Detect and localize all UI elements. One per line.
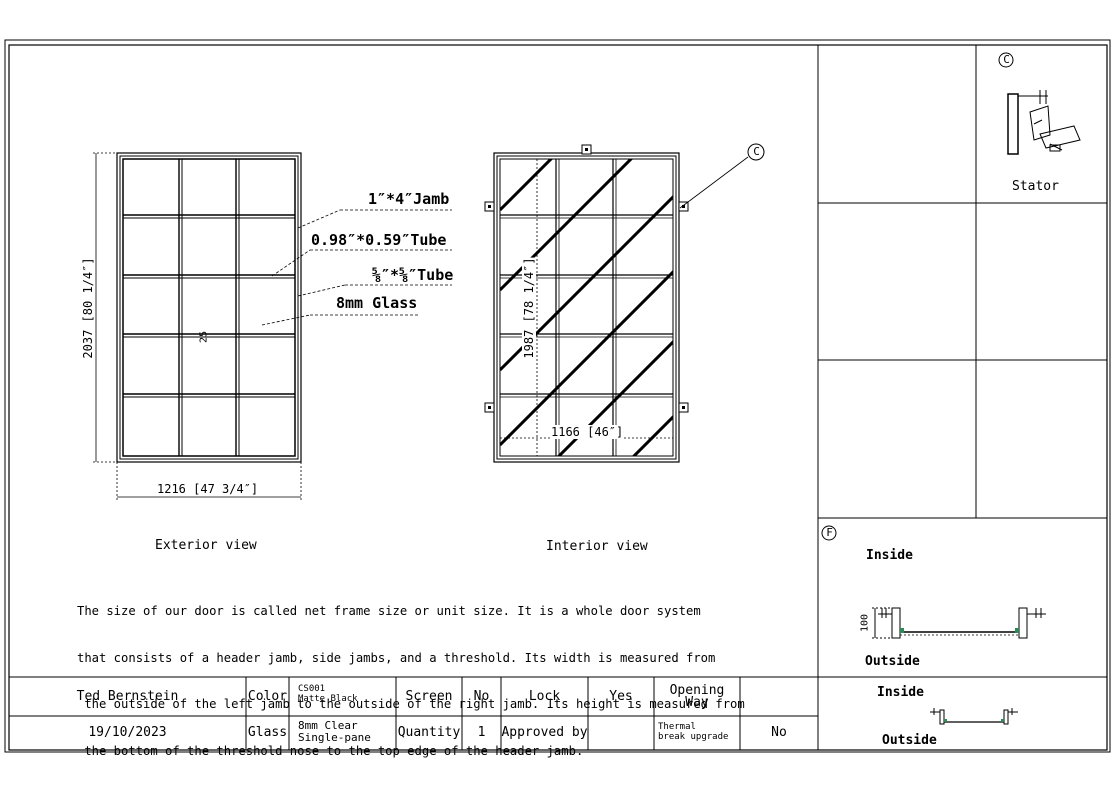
opening-way-value — [740, 677, 818, 716]
section-inside-label: Inside — [866, 548, 913, 563]
glass-value-line: 8mm Clear — [298, 719, 358, 732]
note-line: the bottom of the threshold nose to the … — [77, 743, 584, 758]
exterior-dimensions — [93, 152, 302, 500]
exterior-view-label: Exterior view — [155, 538, 257, 553]
callout-c-circle — [747, 143, 765, 161]
screen-label: Screen — [405, 688, 453, 704]
glass-value-line: Single-pane — [298, 731, 371, 744]
section-callout-letter: F — [826, 526, 833, 539]
note-line: the outside of the left jamb to the outs… — [77, 697, 745, 711]
screen-value: No — [473, 688, 490, 704]
color-value: CS001 Matte Black — [298, 684, 393, 708]
interior-height-dimension: 1987 [78 1/4″] — [522, 257, 536, 359]
bottom-section — [930, 708, 1018, 725]
glass-label: 8mm Glass — [336, 294, 418, 312]
quantity-value: 1 — [477, 725, 486, 740]
lock-value: Yes — [609, 688, 633, 704]
exterior-height-dimension: 2037 [80 1/4″] — [81, 257, 95, 359]
callout-c-leader — [679, 156, 749, 209]
section-dimension: 100 — [859, 613, 871, 633]
interior-width-dimension: 1166 [46″] — [551, 425, 624, 439]
approved-value — [588, 716, 654, 750]
interior-dimensions — [500, 159, 673, 456]
thermal-label-line: break upgrade — [658, 732, 729, 742]
interior-view-label: Interior view — [546, 539, 648, 554]
note-line: that consists of a header jamb, side jam… — [77, 650, 716, 665]
stator-detail — [998, 52, 1081, 155]
bottom-outside-label: Outside — [882, 733, 937, 748]
opening-way-label: Opening Way — [669, 682, 725, 710]
color-label: Color — [247, 688, 288, 704]
section-outside-label: Outside — [865, 654, 920, 669]
jamb-label: 1″*4″Jamb — [368, 190, 450, 208]
note-line: The size of our door is called net frame… — [77, 604, 701, 618]
stator-callout-letter: C — [1003, 53, 1010, 66]
color-code: CS001 — [298, 684, 326, 694]
bottom-inside-label: Inside — [877, 685, 924, 700]
approved-label: Approved by — [501, 725, 588, 740]
callout-c-letter: C — [753, 145, 760, 158]
size-note: The size of our door is called net frame… — [77, 573, 745, 775]
glass-field-label: Glass — [247, 725, 288, 740]
thermal-break-value: No — [771, 725, 787, 740]
inner-border — [8, 44, 1108, 751]
outer-border — [4, 39, 1111, 753]
leader-lines — [261, 209, 452, 326]
title-block-grid — [9, 676, 818, 750]
interior-door — [493, 152, 680, 463]
order-date: 19/10/2023 — [88, 725, 167, 740]
thermal-label-line: Thermal — [658, 722, 696, 732]
side-panel-grid — [817, 45, 1107, 750]
interior-brackets — [484, 144, 689, 413]
exterior-center-mark: 25 — [198, 330, 210, 344]
color-name: Matte Black — [298, 694, 358, 704]
tube-small-label: ⅝″*⅝″Tube — [372, 266, 454, 284]
exterior-door — [116, 152, 302, 463]
stator-label: Stator — [1012, 179, 1059, 194]
thermal-break-label: Thermal break upgrade — [658, 722, 740, 748]
lock-label: Lock — [528, 688, 561, 704]
section-detail — [821, 525, 1046, 639]
customer-name: Ted Bernstein — [76, 688, 179, 704]
glass-value: 8mm Clear Single-pane — [298, 720, 393, 748]
tube-large-label: 0.98″*0.59″Tube — [311, 231, 447, 249]
quantity-label: Quantity — [397, 725, 461, 740]
exterior-width-dimension: 1216 [47 3/4″] — [157, 482, 259, 496]
